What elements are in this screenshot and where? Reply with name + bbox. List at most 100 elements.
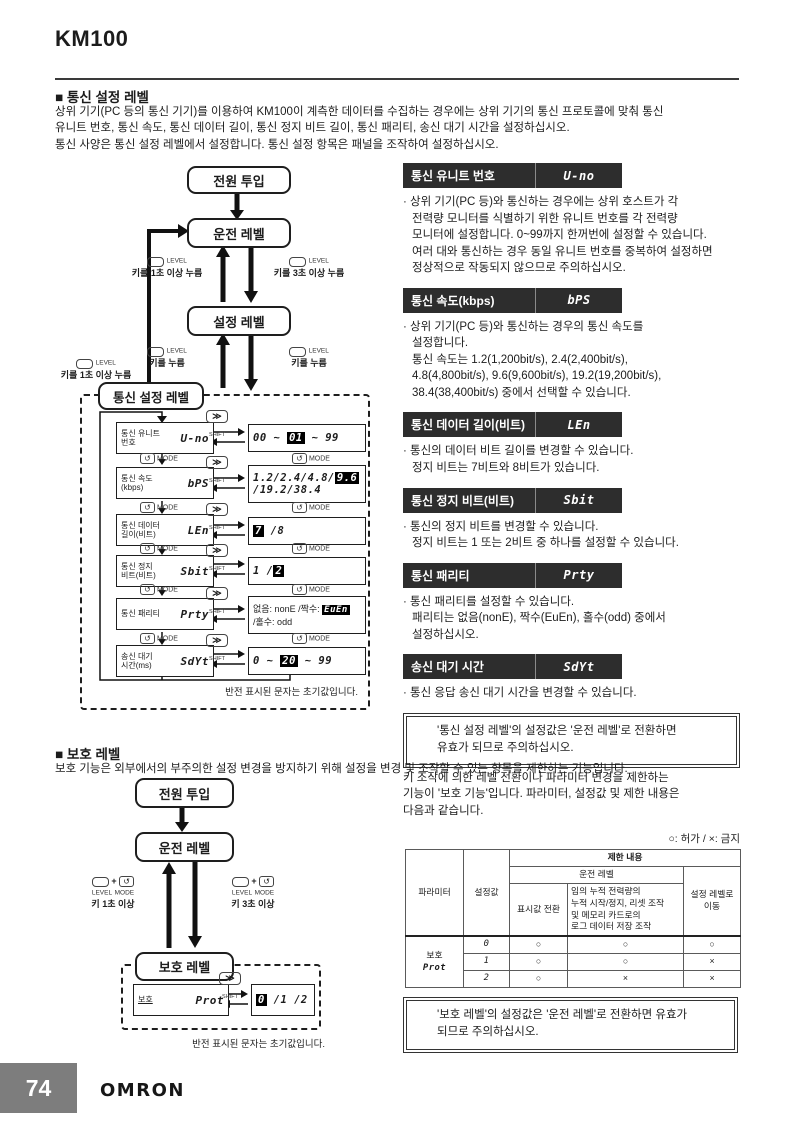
param-header: 통신 속도(kbps) bPS (403, 287, 622, 313)
col-header-setvalue: 설정값 (463, 849, 510, 937)
shift-key-icon: ≫ SHIFT (217, 972, 243, 1003)
col-header-parameter: 파라미터 (405, 849, 464, 937)
flow-box-protect-level: 보호 레벨 (135, 952, 234, 981)
block-stop-bit: 통신 정지 비트(비트) Sbit · 통신의 정지 비트를 변경할 수 있습니… (403, 487, 740, 552)
flow-box-comm-setting-level: 통신 설정 레벨 (98, 382, 204, 410)
level-key-label-down: LEVEL 키를 3초 이상 누름 (273, 256, 345, 278)
arrow-right (178, 224, 189, 238)
arrow-down (230, 210, 244, 220)
param-box-data-length: 통신 데이터 길이(비트) LEn (116, 514, 214, 546)
perm-cell: × (682, 970, 742, 988)
arrow-up (162, 862, 176, 874)
caution-note-protect: '보호 레벨'의 설정값은 '운전 레벨'로 전환하면 유효가 되므로 주의하십… (403, 997, 738, 1053)
perm-cell: ○ (509, 953, 568, 971)
page-number: 74 (0, 1063, 77, 1113)
arrow-down (244, 291, 258, 303)
flow-connectors (99, 190, 291, 681)
mode-key-icon: ↺ MODE (292, 453, 330, 464)
mode-key-icon: ↺ MODE (140, 633, 178, 644)
shift-key-icon: ≫ SHIFT (204, 587, 230, 618)
arrow-down (188, 936, 202, 948)
mode-key-icon: ↺ MODE (140, 543, 178, 554)
shift-key-icon: ≫ SHIFT (204, 544, 230, 575)
shift-key-icon: ≫ SHIFT (204, 456, 230, 487)
perm-cell: ○ (567, 953, 684, 971)
block-parity: 통신 패리티 Prty · 통신 패리티를 설정할 수 있습니다. 패리티는 없… (403, 562, 740, 644)
mode-key-icon: ↺ MODE (140, 584, 178, 595)
flow-box-power: 전원 투입 (187, 166, 291, 194)
perm-cell: ○ (567, 935, 684, 955)
mode-key-icon: ↺ (259, 876, 275, 888)
col-header-accum-ops: 임의 누적 전력량의 누적 시작/정지, 리셋 조작 및 메모리 카드로의 로그… (567, 882, 684, 937)
col-header-move: 설정 레벨로 이동 (682, 865, 742, 937)
section2-intro: 보호 기능은 외부에서의 부주의한 설정 변경을 방지하기 위해 설정을 변경 … (55, 763, 628, 775)
flow-box-run-level: 운전 레벨 (187, 218, 291, 248)
level-key-icon (289, 256, 307, 267)
level-mode-keys-label-up: + ↺ LEVEL MODE 키 1초 이상 (91, 876, 135, 910)
protect-table: 파라미터 설정값 제한 내용 운전 레벨 설정 레벨로 이동 표시값 전환 임의… (405, 849, 742, 988)
table-legend: ○: 허가 / ×: 금지 (668, 833, 740, 845)
flow-box-run-level: 운전 레벨 (135, 832, 234, 862)
value-box-baud: 1.2/2.4/4.8/9.6 /19.2/38.4 (248, 465, 366, 503)
value-box-stop-bit: 1 /2 (248, 557, 366, 585)
param-header: 통신 패리티 Prty (403, 562, 622, 588)
mode-key-icon: ↺ MODE (140, 453, 178, 464)
comm-level-flow-diagram: 전원 투입 운전 레벨 설정 레벨 LEVEL 키를 1초 이상 누름 LEVE… (52, 160, 404, 745)
arrow-down (175, 822, 189, 832)
param-box-baud: 통신 속도 (kbps) bPS (116, 467, 214, 499)
mode-key-icon: ↺ MODE (292, 502, 330, 513)
perm-cell: × (567, 970, 684, 988)
col-header-restriction: 제한 내용 (508, 849, 742, 867)
value-box-parity: 없음: nonE /짝수: EuEn /홀수: odd (248, 596, 366, 634)
mode-key-icon: ↺ MODE (292, 633, 330, 644)
arrow-down (157, 416, 167, 423)
shift-key-icon: ≫ SHIFT (204, 503, 230, 534)
section1-intro: 상위 기기(PC 등의 통신 기기)를 이용하여 KM100이 계측한 데이터를… (55, 106, 664, 151)
level-key-icon (91, 876, 109, 887)
param-box-protect: 보호 Prot (133, 984, 229, 1016)
protect-desc: 키 조작에 의한 레벨 전환이나 파라미터 변경을 제한하는 기능이 '보호 기… (403, 772, 680, 817)
param-header: 통신 정지 비트(비트) Sbit (403, 487, 622, 513)
level-key-icon (147, 256, 165, 267)
value-box-data-length: 7 /8 (248, 517, 366, 545)
omron-logo: OMRON (100, 1080, 185, 1101)
level-key-label-return: LEVEL 키를 1초 이상 누름 (60, 358, 132, 380)
col-header-runlevel: 운전 레벨 (509, 865, 684, 884)
page-title: KM100 (55, 26, 129, 51)
col-header-display-switch: 표시값 전환 (509, 882, 568, 937)
value-box-send-wait: 0 ~ 20 ~ 99 (248, 647, 366, 675)
param-header: 송신 대기 시간 SdYt (403, 654, 622, 680)
section1-title: ■ 통신 설정 레벨 (55, 90, 149, 105)
param-box-unit-no: 통신 유니트 번호 U-no (116, 422, 214, 454)
mode-key-icon: ↺ (119, 876, 135, 888)
diagram-note: 반전 표시된 문자는 초기값입니다. (192, 1039, 325, 1050)
level-key-icon (289, 346, 307, 357)
level-mode-keys-label-down: + ↺ LEVEL MODE 키 3초 이상 (231, 876, 275, 910)
mode-key-icon: ↺ MODE (292, 584, 330, 595)
block-baud: 통신 속도(kbps) bPS · 상위 기기(PC 등)와 통신하는 경우의 … (403, 287, 740, 402)
caution-note-comm: '통신 설정 레벨'의 설정값은 '운전 레벨'로 전환하면 유효가 되므로 주… (403, 712, 740, 769)
level-key-icon (231, 876, 249, 887)
param-cell: 보호 Prot (405, 935, 464, 988)
level-key-icon (147, 346, 165, 357)
header-rule (55, 78, 739, 80)
perm-cell: ○ (509, 970, 568, 988)
section2-title: ■ 보호 레벨 (55, 747, 121, 762)
mode-key-icon: ↺ MODE (292, 543, 330, 554)
level-key-icon (76, 358, 94, 369)
block-send-wait: 송신 대기 시간 SdYt · 통신 응답 송신 대기 시간을 변경할 수 있습… (403, 654, 740, 702)
perm-cell: × (682, 953, 742, 971)
param-box-stop-bit: 통신 정지 비트(비트) Sbit (116, 555, 214, 587)
shift-key-icon: ≫ SHIFT (204, 634, 230, 665)
block-unit-no: 통신 유니트 번호 U-no · 상위 기기(PC 등)와 통신하는 경우에는 … (403, 163, 740, 277)
block-data-length: 통신 데이터 길이(비트) LEn · 통신의 데이터 비트 길이를 변경할 수… (403, 412, 740, 476)
arrow-down (244, 379, 258, 391)
level-key-label-press-up: LEVEL 키를 누름 (114, 346, 220, 369)
mode-key-icon: ↺ MODE (140, 502, 178, 513)
param-box-send-wait: 송신 대기 시간(ms) SdYt (116, 645, 214, 677)
arrow-up (216, 333, 230, 345)
level-key-label-up: LEVEL 키를 1초 이상 누름 (131, 256, 203, 278)
param-header: 통신 유니트 번호 U-no (403, 163, 622, 188)
perm-cell: ○ (509, 935, 568, 955)
